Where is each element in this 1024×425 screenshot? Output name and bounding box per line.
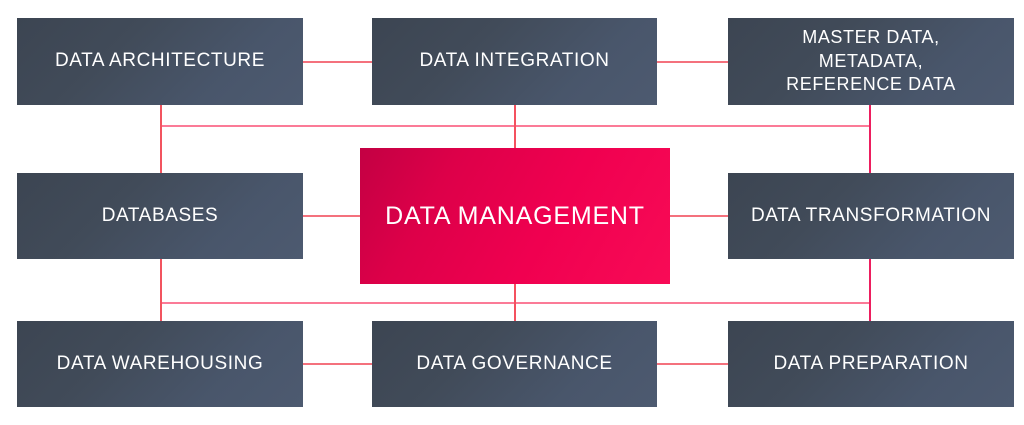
node-data-preparation[interactable]: DATA PREPARATION — [728, 321, 1014, 407]
node-data-integration[interactable]: DATA INTEGRATION — [372, 18, 657, 105]
node-data-architecture[interactable]: DATA ARCHITECTURE — [17, 18, 303, 105]
node-label: DATA PREPARATION — [773, 352, 969, 374]
node-label: DATA ARCHITECTURE — [54, 50, 266, 72]
connector-vertical-right-lower — [869, 258, 871, 321]
connector-lower-bus — [161, 302, 871, 304]
node-label: DATA INTEGRATION — [419, 50, 610, 72]
node-data-warehousing[interactable]: DATA WAREHOUSING — [17, 321, 303, 407]
connector-bottom-center-to-right — [657, 363, 729, 365]
node-label: MASTER DATA, METADATA, REFERENCE DATA — [786, 27, 956, 95]
connector-vertical-center-lower — [514, 283, 516, 321]
node-data-governance[interactable]: DATA GOVERNANCE — [372, 321, 657, 407]
node-data-management-center[interactable]: DATA MANAGEMENT — [360, 148, 670, 284]
connector-top-center-to-right — [657, 61, 729, 63]
connector-top-left-to-center — [303, 61, 373, 63]
connector-upper-bus — [161, 125, 871, 127]
connector-vertical-right-upper — [869, 104, 871, 174]
connector-vertical-left-upper — [160, 104, 162, 174]
connector-vertical-left-lower — [160, 258, 162, 321]
node-label: DATA WAREHOUSING — [56, 352, 264, 374]
node-databases[interactable]: DATABASES — [17, 173, 303, 259]
node-label: DATA GOVERNANCE — [416, 352, 613, 374]
connector-vertical-center-upper — [514, 104, 516, 149]
node-data-transformation[interactable]: DATA TRANSFORMATION — [728, 173, 1014, 259]
node-label: DATA TRANSFORMATION — [750, 204, 992, 226]
connector-center-to-transformation — [670, 215, 729, 217]
connector-databases-to-center — [303, 215, 361, 217]
node-master-data-metadata-reference-data[interactable]: MASTER DATA, METADATA, REFERENCE DATA — [728, 18, 1014, 105]
node-label: DATABASES — [101, 204, 219, 226]
center-node-label: DATA MANAGEMENT — [385, 202, 645, 230]
connector-bottom-left-to-center — [303, 363, 373, 365]
